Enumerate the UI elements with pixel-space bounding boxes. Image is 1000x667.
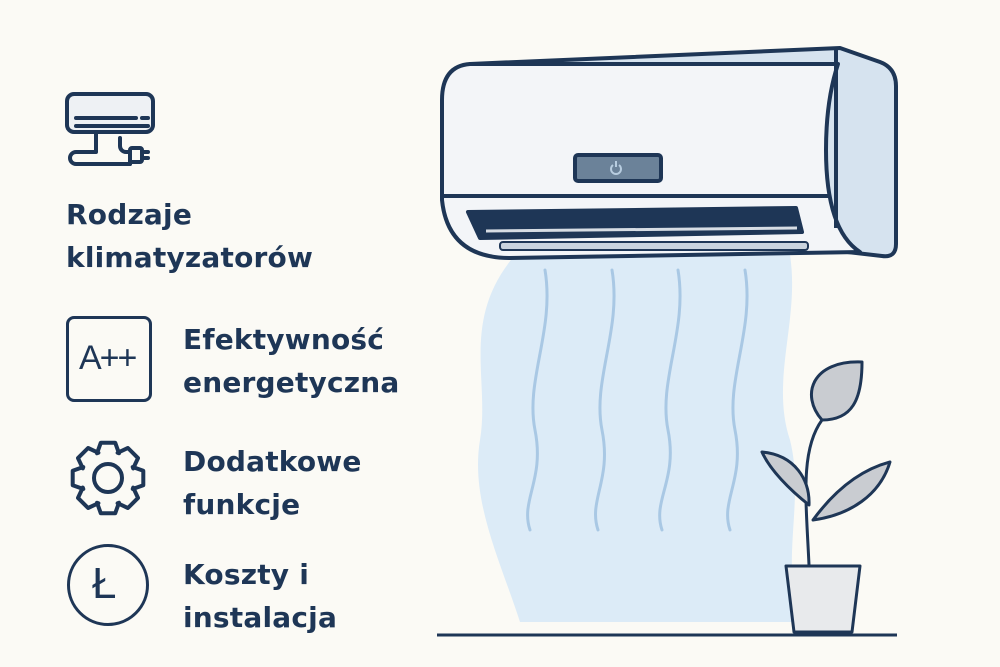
- item-label-types: Rodzaje klimatyzatorów: [66, 193, 313, 279]
- power-icon: [610, 161, 622, 175]
- label-line: instalacja: [183, 601, 338, 634]
- label-line: funkcje: [183, 488, 301, 521]
- energy-class-icon: A++: [66, 316, 152, 402]
- item-label-costs: Koszty i instalacja: [183, 553, 337, 639]
- item-label-efficiency: Efektywność energetyczna: [183, 318, 400, 404]
- label-line: klimatyzatorów: [66, 241, 314, 274]
- label-line: Efektywność: [183, 323, 385, 356]
- power-button: [573, 153, 663, 183]
- airflow: [478, 255, 800, 622]
- plant: [760, 360, 892, 634]
- air-conditioner-plug-icon: [62, 90, 162, 176]
- label-line: Koszty i: [183, 558, 309, 591]
- energy-class-text: A++: [79, 339, 137, 377]
- currency-symbol: Ł: [92, 559, 117, 608]
- ac-unit: [440, 46, 898, 260]
- label-line: Rodzaje: [66, 198, 193, 231]
- label-line: Dodatkowe: [183, 445, 362, 478]
- zloty-currency-icon: Ł: [67, 544, 149, 626]
- item-label-features: Dodatkowe funkcje: [183, 440, 362, 526]
- gear-icon: [66, 436, 150, 520]
- label-line: energetyczna: [183, 366, 400, 399]
